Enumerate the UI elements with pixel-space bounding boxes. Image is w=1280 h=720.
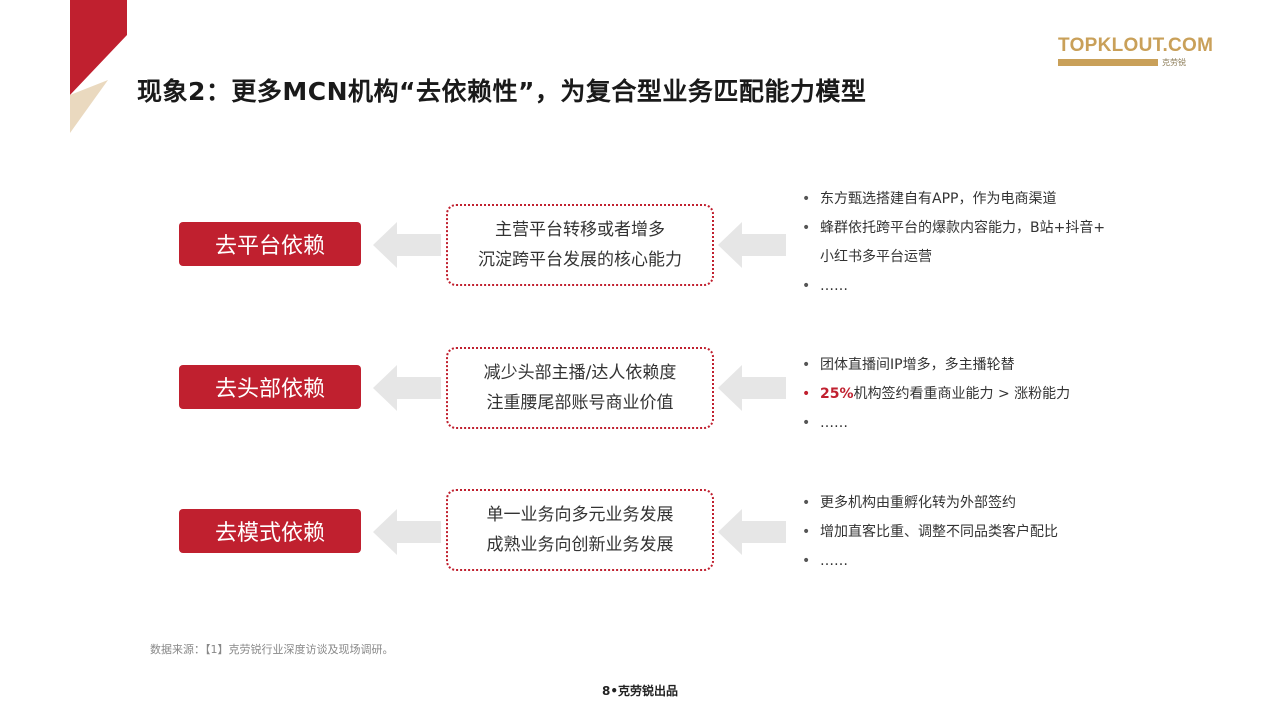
arrow-left-icon bbox=[373, 365, 441, 411]
highlight-percent: 25% bbox=[820, 386, 854, 402]
page-title: 现象2：更多MCN机构“去依赖性”，为复合型业务匹配能力模型 bbox=[137, 77, 867, 106]
box-model: 单一业务向多元业务发展 成熟业务向创新业务发展 bbox=[446, 489, 714, 571]
bullet-item: …… bbox=[800, 547, 1180, 576]
label-model: 去模式依赖 bbox=[179, 509, 361, 553]
logo: TOPKLOUT.COM 克劳锐 bbox=[1058, 35, 1214, 67]
bullets-platform: 东方甄选搭建自有APP，作为电商渠道 蜂群依托跨平台的爆款内容能力，B站+抖音+… bbox=[800, 185, 1180, 301]
bullet-item: 蜂群依托跨平台的爆款内容能力，B站+抖音+ bbox=[800, 214, 1180, 243]
corner-decoration bbox=[70, 0, 127, 133]
bullets-head: 团体直播间IP增多，多主播轮替 25%机构签约看重商业能力 > 涨粉能力 …… bbox=[800, 351, 1180, 438]
bullet-item: 团体直播间IP增多，多主播轮替 bbox=[800, 351, 1180, 380]
logo-text: TOPKLOUT.COM bbox=[1058, 35, 1214, 56]
bullet-item-highlight: 25%机构签约看重商业能力 > 涨粉能力 bbox=[800, 380, 1180, 409]
arrow-left-icon bbox=[718, 365, 786, 411]
box-head-line2: 注重腰尾部账号商业价值 bbox=[486, 393, 674, 413]
label-platform: 去平台依赖 bbox=[179, 222, 361, 266]
bullet-item: 增加直客比重、调整不同品类客户配比 bbox=[800, 518, 1180, 547]
logo-brand: 克劳锐 bbox=[1162, 58, 1186, 67]
row-head: 去头部依赖 减少头部主播/达人依赖度 注重腰尾部账号商业价值 团体直播间IP增多… bbox=[0, 323, 1280, 453]
box-platform-line1: 主营平台转移或者增多 bbox=[495, 220, 665, 240]
row-model: 去模式依赖 单一业务向多元业务发展 成熟业务向创新业务发展 更多机构由重孵化转为… bbox=[0, 465, 1280, 595]
data-source-note: 数据来源：【1】克劳锐行业深度访谈及现场调研。 bbox=[150, 643, 394, 656]
box-head: 减少头部主播/达人依赖度 注重腰尾部账号商业价值 bbox=[446, 347, 714, 429]
bullet-text: 机构签约看重商业能力 > 涨粉能力 bbox=[853, 386, 1071, 402]
label-head: 去头部依赖 bbox=[179, 365, 361, 409]
page-footer: 8•克劳锐出品 bbox=[601, 684, 679, 698]
arrow-left-icon bbox=[718, 222, 786, 268]
bullet-item: …… bbox=[800, 409, 1180, 438]
arrow-left-icon bbox=[373, 222, 441, 268]
box-platform-line2: 沉淀跨平台发展的核心能力 bbox=[478, 250, 682, 270]
bullet-item: 更多机构由重孵化转为外部签约 bbox=[800, 489, 1180, 518]
bullets-model: 更多机构由重孵化转为外部签约 增加直客比重、调整不同品类客户配比 …… bbox=[800, 489, 1180, 576]
box-head-line1: 减少头部主播/达人依赖度 bbox=[483, 363, 677, 383]
bullet-item: 东方甄选搭建自有APP，作为电商渠道 bbox=[800, 185, 1180, 214]
bullet-item: …… bbox=[800, 272, 1180, 301]
logo-bar bbox=[1058, 59, 1158, 66]
row-platform: 去平台依赖 主营平台转移或者增多 沉淀跨平台发展的核心能力 东方甄选搭建自有AP… bbox=[0, 180, 1280, 310]
arrow-left-icon bbox=[373, 509, 441, 555]
box-platform: 主营平台转移或者增多 沉淀跨平台发展的核心能力 bbox=[446, 204, 714, 286]
bullet-continuation: 小红书多平台运营 bbox=[820, 249, 932, 265]
box-model-line2: 成熟业务向创新业务发展 bbox=[486, 535, 674, 555]
box-model-line1: 单一业务向多元业务发展 bbox=[486, 505, 674, 525]
arrow-left-icon bbox=[718, 509, 786, 555]
